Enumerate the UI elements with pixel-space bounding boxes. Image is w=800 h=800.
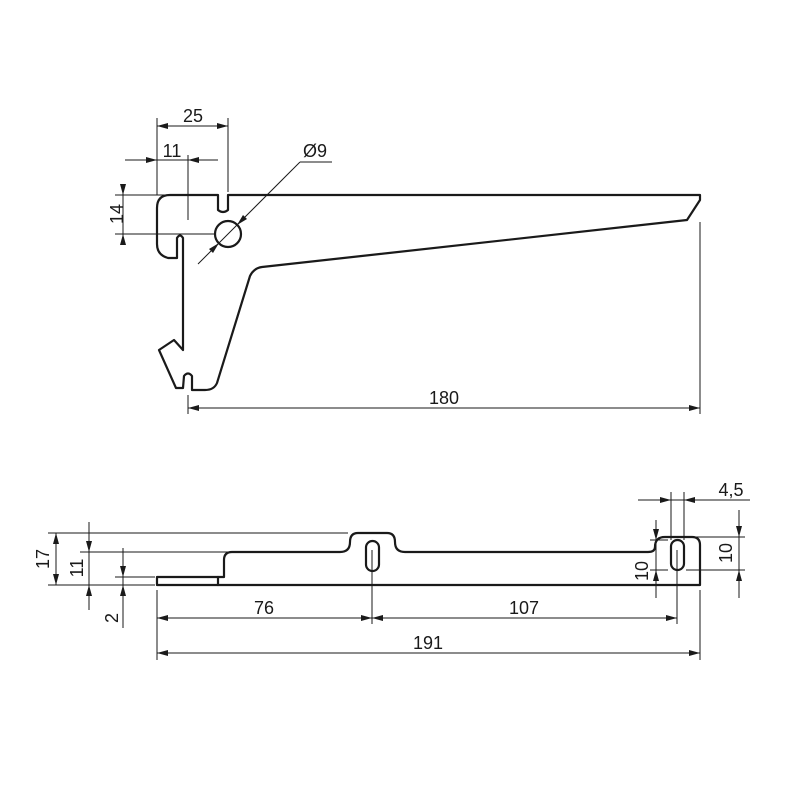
dim-total-length: 191 xyxy=(157,590,701,660)
dim-width-top-label: 25 xyxy=(183,106,203,126)
mounting-hole xyxy=(213,219,243,249)
dim-slot-height-left-label: 10 xyxy=(632,561,652,581)
dim-hole-spacing-label: 107 xyxy=(509,598,539,618)
dim-slot-offset-label: 11 xyxy=(163,141,182,161)
bracket-bottom-outline xyxy=(155,531,702,587)
dim-total-height-label: 17 xyxy=(33,549,53,569)
dim-plate-thickness-label: 2 xyxy=(102,613,122,623)
bracket-side-outline xyxy=(155,193,702,392)
dim-first-hole-label: 76 xyxy=(254,598,274,618)
dim-hook-height: 14 xyxy=(107,184,214,245)
dim-slot-width: 4,5 xyxy=(638,480,750,540)
dim-total-length-label: 191 xyxy=(413,633,443,653)
dim-hole-diameter: Ø9 xyxy=(197,141,332,265)
dim-slot-offset: 11 xyxy=(125,141,218,220)
dim-body-height-label: 11 xyxy=(67,559,87,578)
dim-heights-left: 17 11 2 xyxy=(33,522,348,628)
dim-length: 180 xyxy=(187,222,701,414)
dim-slot-height-right-label: 10 xyxy=(716,543,736,563)
dim-hole-diameter-label: Ø9 xyxy=(303,141,327,161)
bottom-view: 17 11 2 76 107 191 xyxy=(33,480,750,660)
dim-slot-height-left: 10 xyxy=(632,520,668,598)
dim-slot-height-right: 10 xyxy=(686,510,745,598)
dim-slot-width-label: 4,5 xyxy=(718,480,743,500)
dim-hook-height-label: 14 xyxy=(107,204,127,224)
dim-length-label: 180 xyxy=(429,388,459,408)
dim-hole-positions: 76 107 xyxy=(156,550,678,660)
side-view: 25 11 Ø9 14 xyxy=(107,106,702,414)
dim-width-top: 25 xyxy=(156,106,229,195)
